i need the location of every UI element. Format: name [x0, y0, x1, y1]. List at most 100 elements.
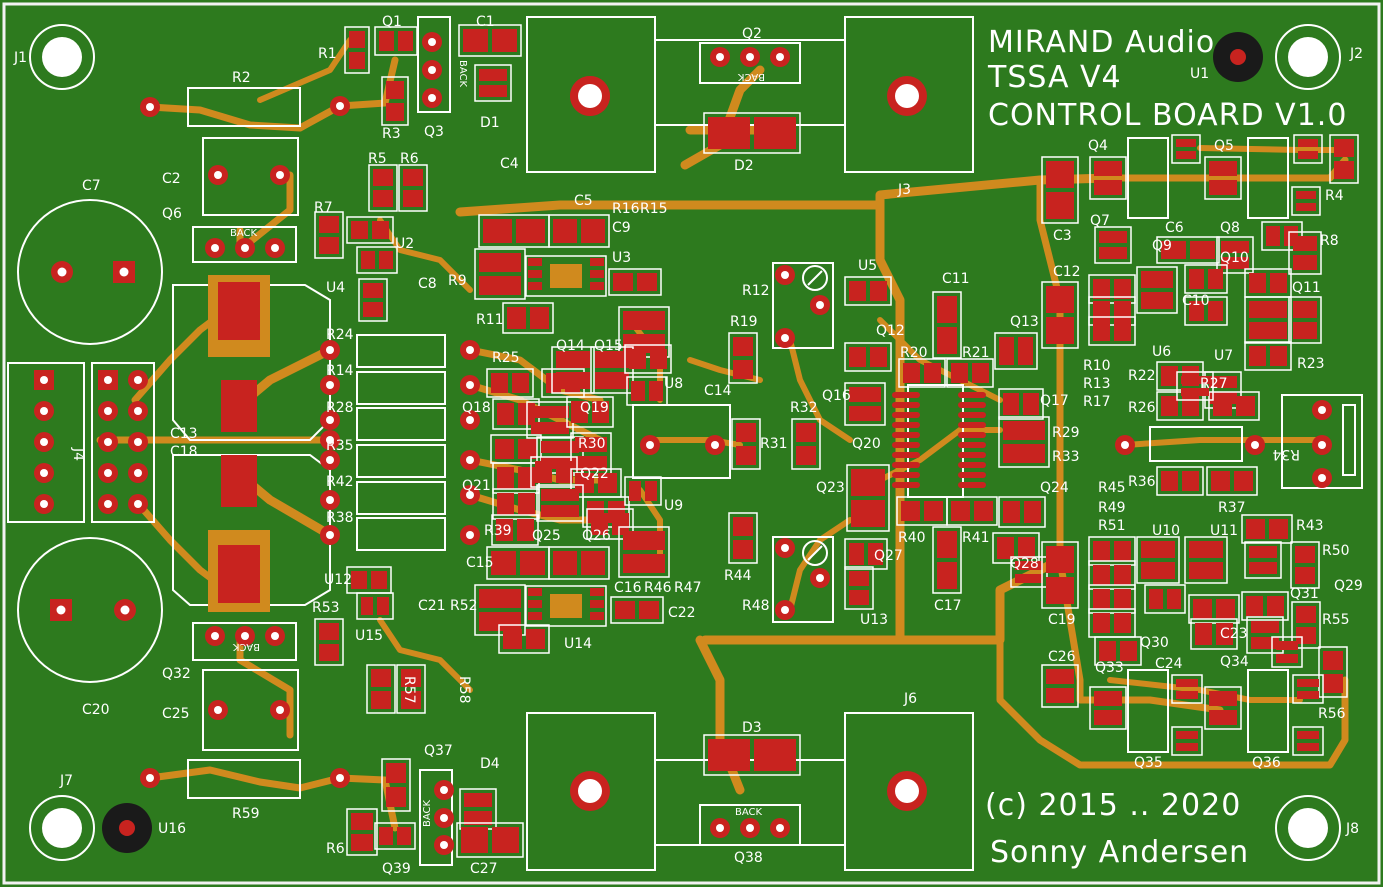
refdes-c6: C6 — [1165, 220, 1184, 236]
refdes-u1: U1 — [1190, 66, 1209, 82]
refdes-q5: Q5 — [1214, 138, 1234, 154]
refdes-q14: Q14 — [556, 338, 585, 354]
refdes-r25: R25 — [492, 350, 520, 366]
refdes-r24: R24 — [326, 327, 354, 343]
refdes-c4: C4 — [500, 156, 519, 172]
refdes-u16: U16 — [158, 821, 186, 837]
refdes-c12: C12 — [1053, 264, 1081, 280]
copyright-text: (c) 2015 .. 2020 — [985, 788, 1241, 823]
refdes-c2: C2 — [162, 171, 181, 187]
refdes-q23: Q23 — [816, 480, 845, 496]
back-label-q6: BACK — [230, 228, 258, 239]
title-line-2: TSSA V4 — [987, 60, 1122, 95]
refdes-r33: R33 — [1052, 449, 1080, 465]
refdes-r31: R31 — [760, 436, 788, 452]
silkscreen-back-labels: BACK BACK BACK BACK BACK BACK — [230, 60, 765, 827]
refdes-c3: C3 — [1053, 228, 1072, 244]
title-line-3: CONTROL BOARD V1.0 — [988, 98, 1347, 133]
refdes-r8: R8 — [1320, 233, 1339, 249]
refdes-j6: J6 — [903, 691, 917, 707]
refdes-q9: Q9 — [1152, 238, 1172, 254]
refdes-c9: C9 — [612, 220, 631, 236]
refdes-c16: C16 — [614, 580, 642, 596]
refdes-r39: R39 — [484, 523, 512, 539]
refdes-r13: R13 — [1083, 376, 1111, 392]
refdes-c27: C27 — [470, 861, 498, 877]
refdes-d4: D4 — [480, 756, 500, 772]
refdes-r17: R17 — [1083, 394, 1111, 410]
resistor-array-left — [187, 87, 1243, 799]
refdes-c14: C14 — [704, 383, 732, 399]
refdes-u12: U12 — [324, 572, 352, 588]
refdes-j3: J3 — [897, 182, 911, 198]
corner-holes — [29, 24, 1341, 861]
refdes-q7: Q7 — [1090, 213, 1110, 229]
refdes-c17: C17 — [934, 598, 962, 614]
refdes-j2: J2 — [1349, 46, 1363, 62]
refdes-c5: C5 — [574, 193, 593, 209]
refdes-r48: R48 — [742, 598, 770, 614]
refdes-q30: Q30 — [1140, 635, 1169, 651]
refdes-c1: C1 — [476, 14, 495, 30]
refdes-j8: J8 — [1345, 821, 1359, 837]
refdes-c23: C23 — [1220, 626, 1248, 642]
refdes-r45: R45 — [1098, 480, 1126, 496]
refdes-u4: U4 — [326, 280, 345, 296]
refdes-q34: Q34 — [1220, 654, 1249, 670]
refdes-r21: R21 — [962, 345, 990, 361]
author-text: Sonny Andersen — [990, 835, 1249, 870]
back-label-q2: BACK — [737, 71, 765, 82]
power-transistor-pads — [208, 275, 270, 612]
refdes-r6b: R6 — [326, 841, 345, 857]
refdes-r43: R43 — [1296, 518, 1324, 534]
refdes-r58: R58 — [456, 676, 472, 704]
refdes-q4: Q4 — [1088, 138, 1108, 154]
refdes-r34: R34 — [1272, 446, 1300, 462]
refdes-r53: R53 — [312, 600, 340, 616]
refdes-q17: Q17 — [1040, 393, 1069, 409]
refdes-u8: U8 — [664, 376, 683, 392]
through-hole-pads — [140, 32, 1332, 855]
refdes-c10: C10 — [1182, 293, 1210, 309]
refdes-u5: U5 — [858, 258, 877, 274]
refdes-d2: D2 — [734, 158, 754, 174]
refdes-q35: Q35 — [1134, 755, 1163, 771]
refdes-q36: Q36 — [1252, 755, 1281, 771]
refdes-c13: C13 — [170, 426, 198, 442]
refdes-c7: C7 — [82, 178, 101, 194]
refdes-q21: Q21 — [462, 478, 491, 494]
refdes-q6: Q6 — [162, 206, 182, 222]
back-label-q37: BACK — [422, 799, 433, 827]
refdes-q19: Q19 — [580, 400, 609, 416]
refdes-r1: R1 — [318, 46, 337, 62]
refdes-q32: Q32 — [162, 666, 191, 682]
refdes-c20: C20 — [82, 702, 110, 718]
outlines-right — [907, 137, 1289, 753]
refdes-q33: Q33 — [1095, 660, 1124, 676]
refdes-j7: J7 — [59, 773, 73, 789]
refdes-r49: R49 — [1098, 500, 1126, 516]
refdes-u11: U11 — [1210, 523, 1238, 539]
refdes-r38: R38 — [326, 510, 354, 526]
refdes-r30: R30 — [578, 436, 606, 452]
refdes-r2: R2 — [232, 70, 251, 86]
capacitor-c20 — [17, 537, 163, 683]
refdes-r12: R12 — [742, 283, 770, 299]
refdes-q3: Q3 — [424, 124, 444, 140]
refdes-q20: Q20 — [852, 436, 881, 452]
refdes-r52: R52 — [450, 598, 478, 614]
refdes-r29: R29 — [1052, 425, 1080, 441]
refdes-q28: Q28 — [1010, 556, 1039, 572]
refdes-r7: R7 — [314, 200, 333, 216]
refdes-c22: C22 — [668, 605, 696, 621]
refdes-r19: R19 — [730, 314, 758, 330]
refdes-q29: Q29 — [1334, 578, 1363, 594]
refdes-r41: R41 — [962, 530, 990, 546]
silkscreen-title: MIRAND Audio TSSA V4 CONTROL BOARD V1.0 … — [985, 25, 1347, 870]
refdes-c26: C26 — [1048, 649, 1076, 665]
refdes-r46: R46 — [644, 580, 672, 596]
smd-pads — [314, 24, 1359, 858]
refdes-c19: C19 — [1048, 612, 1076, 628]
back-label-q32: BACK — [232, 641, 260, 652]
